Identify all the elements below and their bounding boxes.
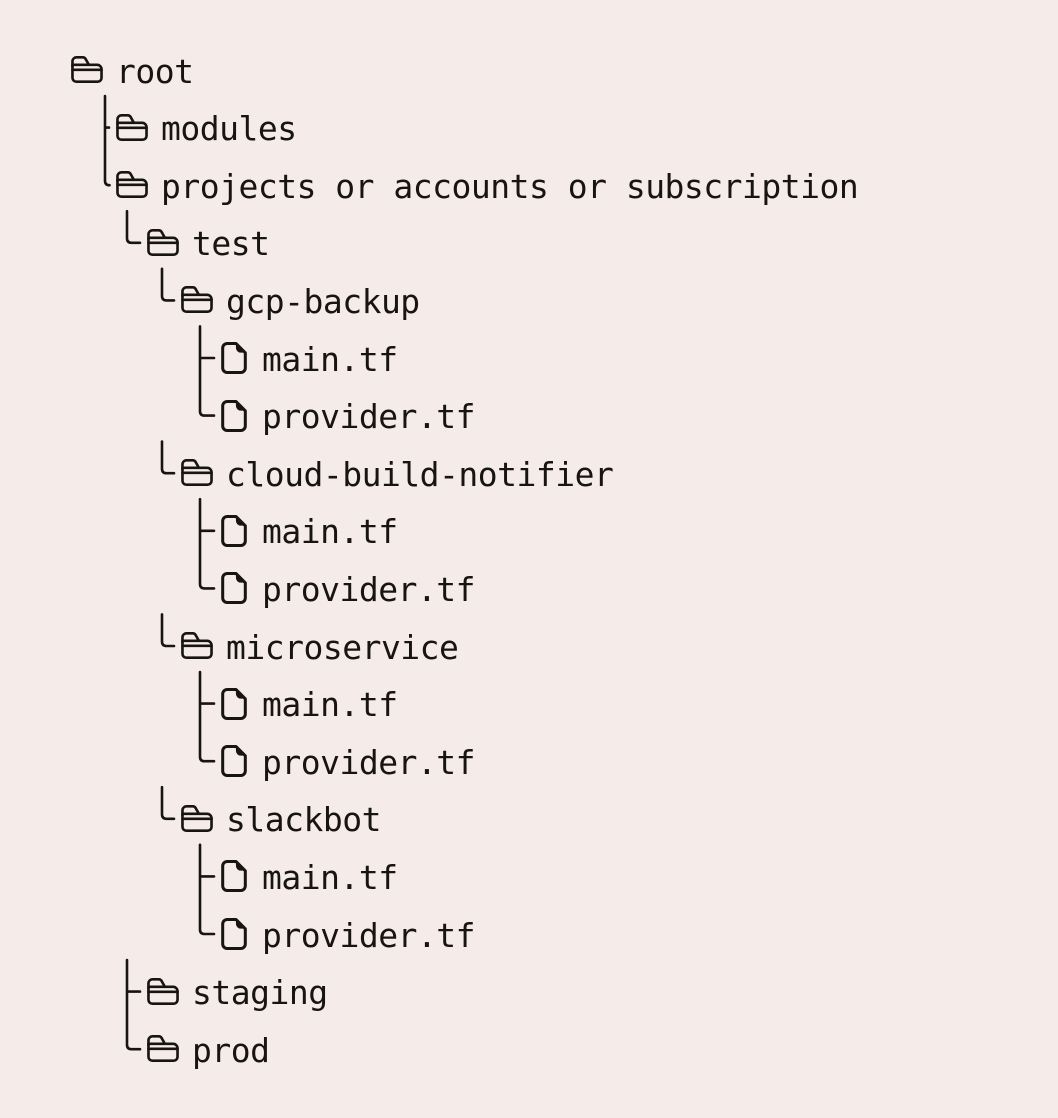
tree-node-prod: prod: [146, 1020, 270, 1078]
file-icon: [220, 398, 248, 434]
file-icon: [220, 743, 248, 779]
folder-icon: [115, 113, 149, 143]
tree-node-staging: staging: [146, 963, 328, 1021]
tree-node-test: test: [146, 214, 270, 272]
tree-node-label: root: [116, 51, 194, 91]
tree-node-label: provider.tf: [262, 397, 476, 437]
file-icon: [220, 513, 248, 549]
folder-icon: [70, 55, 104, 85]
file-icon: [220, 570, 248, 606]
tree-node-root: root: [70, 41, 194, 99]
tree-node-label: modules: [161, 109, 297, 149]
tree-node-main-tf: main.tf: [220, 329, 398, 387]
tree-node-label: projects or accounts or subscription: [161, 166, 859, 206]
tree-node-label: slackbot: [226, 800, 381, 840]
tree-node-provider-tf: provider.tf: [220, 559, 476, 617]
tree-node-provider-tf: provider.tf: [220, 387, 476, 445]
tree-node-microservice: microservice: [180, 617, 459, 675]
tree-node-label: prod: [192, 1030, 270, 1070]
folder-icon: [146, 977, 180, 1007]
tree-node-label: gcp-backup: [226, 281, 420, 321]
folder-icon: [180, 458, 214, 488]
tree-node-label: main.tf: [262, 857, 398, 897]
folder-icon: [146, 228, 180, 258]
file-icon: [220, 686, 248, 722]
tree-node-gcp-backup: gcp-backup: [180, 271, 420, 329]
tree-node-label: main.tf: [262, 339, 398, 379]
tree-node-main-tf: main.tf: [220, 675, 398, 733]
folder-icon: [180, 285, 214, 315]
tree-node-cloud-build-notifier: cloud-build-notifier: [180, 444, 614, 502]
tree-node-label: provider.tf: [262, 569, 476, 609]
tree-node-provider-tf: provider.tf: [220, 732, 476, 790]
tree-node-main-tf: main.tf: [220, 847, 398, 905]
tree-node-label: microservice: [226, 627, 459, 667]
folder-icon: [146, 1034, 180, 1064]
file-icon: [220, 858, 248, 894]
tree-node-label: staging: [192, 973, 328, 1013]
tree-node-label: test: [192, 224, 270, 264]
tree-node-label: main.tf: [262, 685, 398, 725]
tree-node-projects-or-accounts-or-subscription: projects or accounts or subscription: [115, 156, 859, 214]
file-icon: [220, 916, 248, 952]
tree-node-provider-tf: provider.tf: [220, 905, 476, 963]
folder-icon: [180, 631, 214, 661]
tree-node-main-tf: main.tf: [220, 502, 398, 560]
folder-icon: [180, 804, 214, 834]
tree-node-modules: modules: [115, 99, 297, 157]
folder-icon: [115, 170, 149, 200]
tree-node-slackbot: slackbot: [180, 790, 381, 848]
tree-node-label: main.tf: [262, 512, 398, 552]
file-icon: [220, 340, 248, 376]
tree-node-label: provider.tf: [262, 915, 476, 955]
tree-node-label: cloud-build-notifier: [226, 454, 614, 494]
tree-node-label: provider.tf: [262, 742, 476, 782]
